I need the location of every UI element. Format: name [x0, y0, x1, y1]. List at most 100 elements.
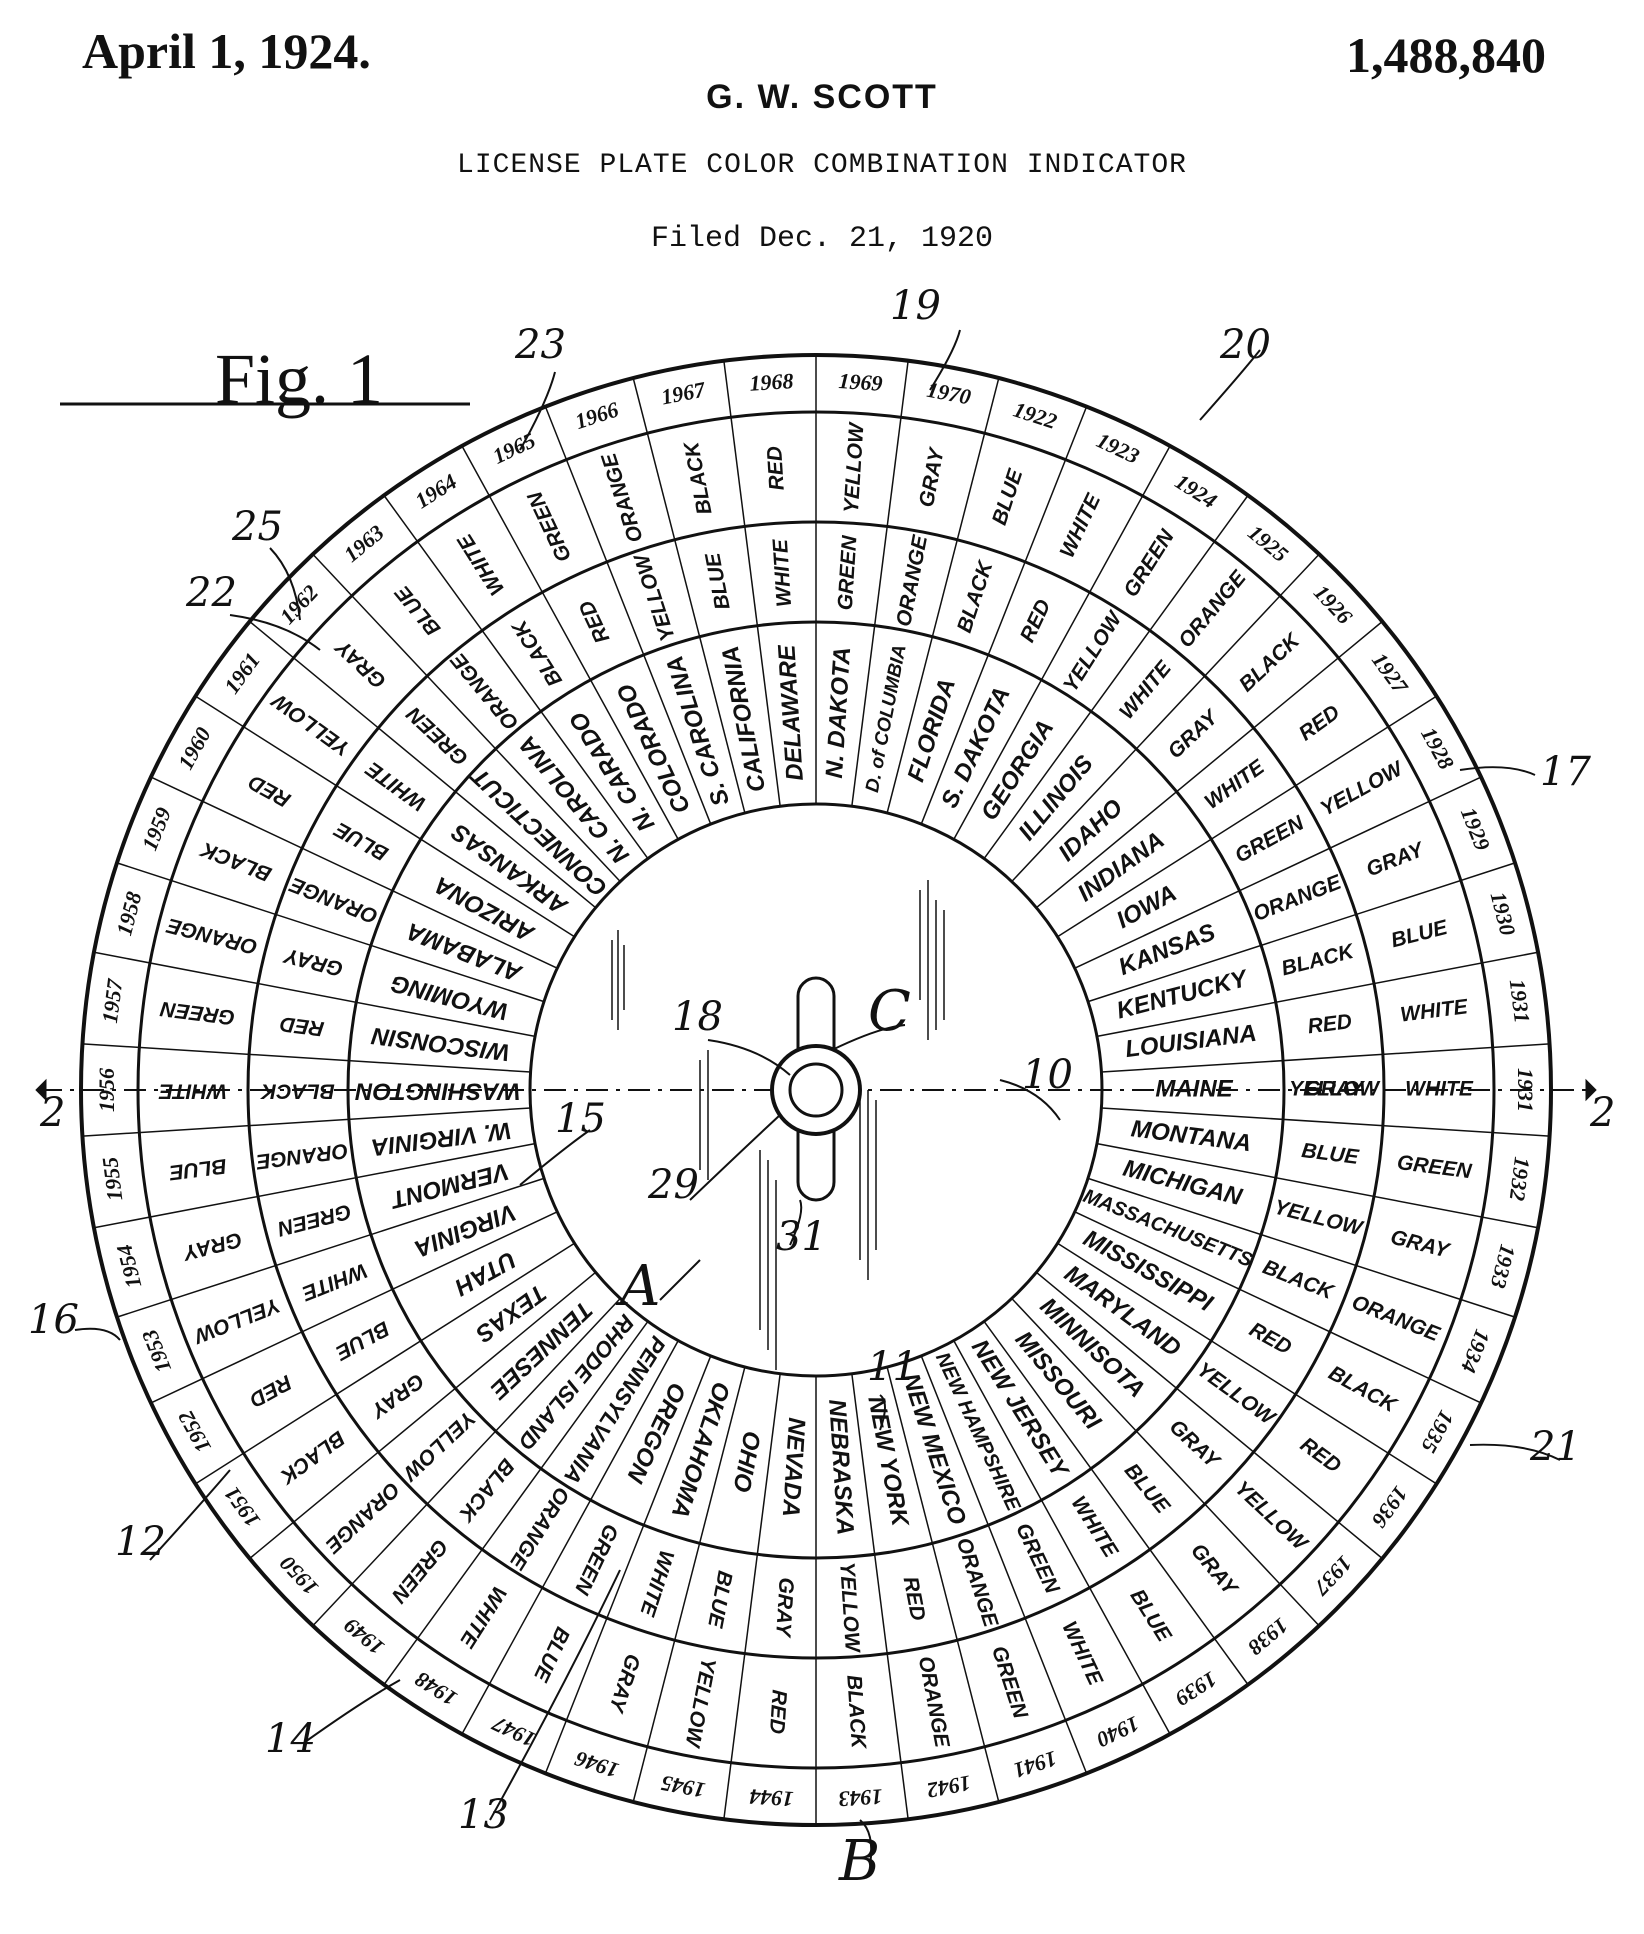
- year-label: 1957: [97, 977, 127, 1025]
- inner-color-label: GREEN: [275, 1199, 354, 1240]
- inner-color-label: GREEN: [402, 702, 473, 770]
- sector-divider: [632, 377, 746, 814]
- year-label: 1956: [94, 1068, 119, 1112]
- state-label: MAINE: [1155, 1075, 1233, 1102]
- year-label: 1954: [111, 1242, 146, 1291]
- reference-numeral: A: [615, 1254, 660, 1319]
- reference-numeral: 17: [1540, 749, 1591, 795]
- year-label: 1931: [1505, 978, 1535, 1025]
- sector-divider: [116, 1177, 545, 1318]
- outer-color-label: GREEN: [386, 1535, 452, 1608]
- year-label: 1961: [219, 648, 265, 698]
- sector-divider: [150, 776, 558, 969]
- sector-divider: [1074, 776, 1482, 969]
- outer-color-label: BLACK: [1235, 628, 1306, 696]
- leader-line: [659, 1259, 701, 1301]
- inner-color-label: BLUE: [330, 817, 392, 865]
- inner-color-label: BLUE: [1120, 1459, 1175, 1518]
- inner-color-label: GRAY: [771, 1577, 798, 1639]
- outer-color-label: BLACK: [842, 1674, 870, 1751]
- leader-line: [789, 1199, 803, 1246]
- inner-color-label: BLACK: [953, 557, 998, 636]
- sector-divider: [983, 1320, 1249, 1686]
- inner-color-label: GRAY: [1165, 1415, 1225, 1474]
- sector-divider: [1087, 862, 1516, 1003]
- inner-color-label: ORANGE: [952, 1535, 1003, 1631]
- year-label: 1948: [411, 1667, 462, 1712]
- outer-color-label: RED: [1295, 701, 1344, 746]
- sector-divider: [461, 445, 679, 840]
- sector-divider: [82, 1043, 531, 1073]
- year-label: 1922: [1010, 397, 1060, 434]
- patent-title: LICENSE PLATE COLOR COMBINATION INDICATO…: [457, 150, 1187, 181]
- inner-color-label: YELLOW: [1289, 1078, 1381, 1101]
- year-label: 1936: [1367, 1482, 1413, 1532]
- state-label: NEBRASKA: [823, 1398, 858, 1535]
- filing-date: Filed Dec. 21, 1920: [650, 222, 994, 256]
- year-label: 1952: [173, 1406, 216, 1457]
- state-label: N. DAKOTA: [821, 646, 856, 779]
- year-label: 1923: [1093, 427, 1143, 468]
- sector-divider: [195, 1242, 575, 1485]
- outer-color-label: RED: [765, 1689, 791, 1735]
- outer-color-label: GREEN: [1119, 525, 1179, 601]
- leader-line: [269, 547, 301, 621]
- outer-color-label: BLUE: [988, 466, 1028, 528]
- inner-color-label: GRAY: [1164, 705, 1224, 764]
- leader-line: [229, 614, 321, 651]
- year-label: 1934: [1456, 1326, 1495, 1376]
- outer-color-label: YELLOW: [189, 1293, 283, 1348]
- sector-divider: [544, 1355, 712, 1774]
- outer-color-label: ORANGE: [597, 449, 648, 545]
- reference-numeral: 11: [867, 1344, 918, 1390]
- year-label: 1929: [1456, 804, 1495, 854]
- outer-color-label: WHITE: [1056, 489, 1106, 561]
- sector-divider: [983, 494, 1249, 860]
- inner-color-label: ORANGE: [446, 648, 523, 734]
- inner-color-label: YELLOW: [1272, 1196, 1367, 1241]
- leader-line: [859, 1819, 873, 1866]
- sector-divider: [93, 1142, 536, 1229]
- year-label: 1947: [488, 1711, 539, 1753]
- state-label: WASHINGTON: [355, 1078, 521, 1105]
- patent-date: April 1, 1924.: [82, 23, 371, 79]
- state-label: LOUISIANA: [1124, 1020, 1258, 1063]
- outer-color-label: BLACK: [1325, 1362, 1402, 1418]
- sector-divider: [851, 360, 909, 807]
- inner-color-label: BLUE: [1300, 1139, 1361, 1169]
- leader-line: [519, 371, 556, 451]
- leader-line: [74, 1327, 121, 1341]
- leader-line: [929, 329, 961, 391]
- reference-numeral: 18: [672, 994, 723, 1040]
- inner-color-label: YELLOW: [1059, 606, 1128, 696]
- reference-numeral: 14: [265, 1716, 316, 1762]
- inner-color-label: ORANGE: [504, 1483, 573, 1574]
- outer-color-label: WHITE: [1399, 995, 1470, 1026]
- leader-line: [1199, 349, 1261, 421]
- outer-color-label: GRAY: [604, 1651, 645, 1716]
- sector-divider: [1057, 695, 1437, 938]
- year-label: 1942: [925, 1770, 973, 1803]
- inner-color-label: RED: [1016, 596, 1056, 646]
- sector-divider: [1096, 1142, 1539, 1229]
- sector-divider: [953, 1340, 1171, 1735]
- inner-color-label: BLACK: [1279, 940, 1358, 981]
- reference-numeral: 2: [1589, 1090, 1615, 1136]
- outer-color-label: GRAY: [1186, 1539, 1243, 1601]
- year-label: 1953: [137, 1326, 176, 1376]
- inner-color-label: WHITE: [769, 538, 796, 608]
- sector-divider: [249, 1271, 597, 1560]
- outer-color-label: ORANGE: [164, 913, 260, 958]
- leader-line: [999, 1079, 1061, 1121]
- outer-color-label: WHITE: [158, 1079, 227, 1102]
- outer-color-label: YELLOW: [680, 1656, 720, 1751]
- outer-color-label: WHITE: [1405, 1078, 1474, 1101]
- leader-line: [489, 1569, 621, 1821]
- outer-color-label: GRAY: [179, 1227, 244, 1264]
- sector-divider: [82, 1107, 531, 1137]
- patent-number: 1,488,840: [1346, 27, 1546, 83]
- inner-color-label: YELLOW: [630, 549, 680, 644]
- outer-color-label: WHITE: [1057, 1618, 1107, 1690]
- outer-color-label: YELLOW: [840, 420, 869, 513]
- outer-color-label: ORANGE: [1349, 1291, 1444, 1347]
